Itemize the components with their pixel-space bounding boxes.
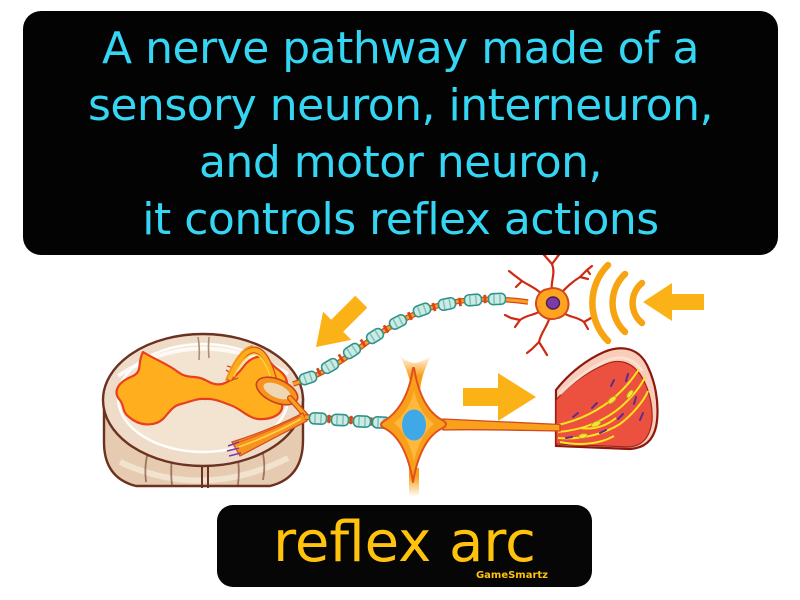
spinal-cord-cross-section-icon <box>101 332 305 488</box>
definition-line-1: A nerve pathway made of a <box>102 23 699 74</box>
arrow-left-icon <box>643 283 704 321</box>
term-title: reflex arc <box>273 510 536 575</box>
arrow-down-left-icon <box>316 295 368 347</box>
ventral-root-icon <box>226 412 308 457</box>
definition-box: A nerve pathway made of a sensory neuron… <box>23 11 778 255</box>
motor-axon-icon <box>442 418 561 432</box>
muscle-effector-icon <box>554 347 659 451</box>
stimulus-waves-icon <box>589 261 646 345</box>
arrow-right-icon <box>463 373 536 421</box>
definition-line-3: and motor neuron, <box>198 137 603 188</box>
term-box: reflex arc GameSmartz <box>217 505 592 587</box>
interneuron-axon-myelinated-icon <box>304 411 393 430</box>
muscle-nerve-fibers <box>557 368 649 445</box>
definition-line-2: sensory neuron, interneuron, <box>87 80 714 131</box>
ventral-root-rootlets <box>226 441 242 457</box>
gray-matter-butterfly <box>115 350 289 426</box>
muscle-cell-nuclei <box>565 373 644 439</box>
dorsal-root-icon <box>225 345 278 384</box>
interneuron-nucleus <box>402 409 426 441</box>
definition-line-4: it controls reflex actions <box>142 194 659 245</box>
posterior-median-sulcus <box>197 336 210 361</box>
sensory-axon-myelinated-icon <box>292 292 529 387</box>
interneuron-icon <box>380 356 447 496</box>
watermark: GameSmartz <box>475 570 548 581</box>
sensory-neuron-icon <box>503 255 598 357</box>
ganglion-branch <box>287 395 309 419</box>
sensory-neuron-nucleus <box>545 296 561 310</box>
muscle-fiber-spindles <box>578 389 634 439</box>
reflex-arc-illustration <box>101 255 704 496</box>
